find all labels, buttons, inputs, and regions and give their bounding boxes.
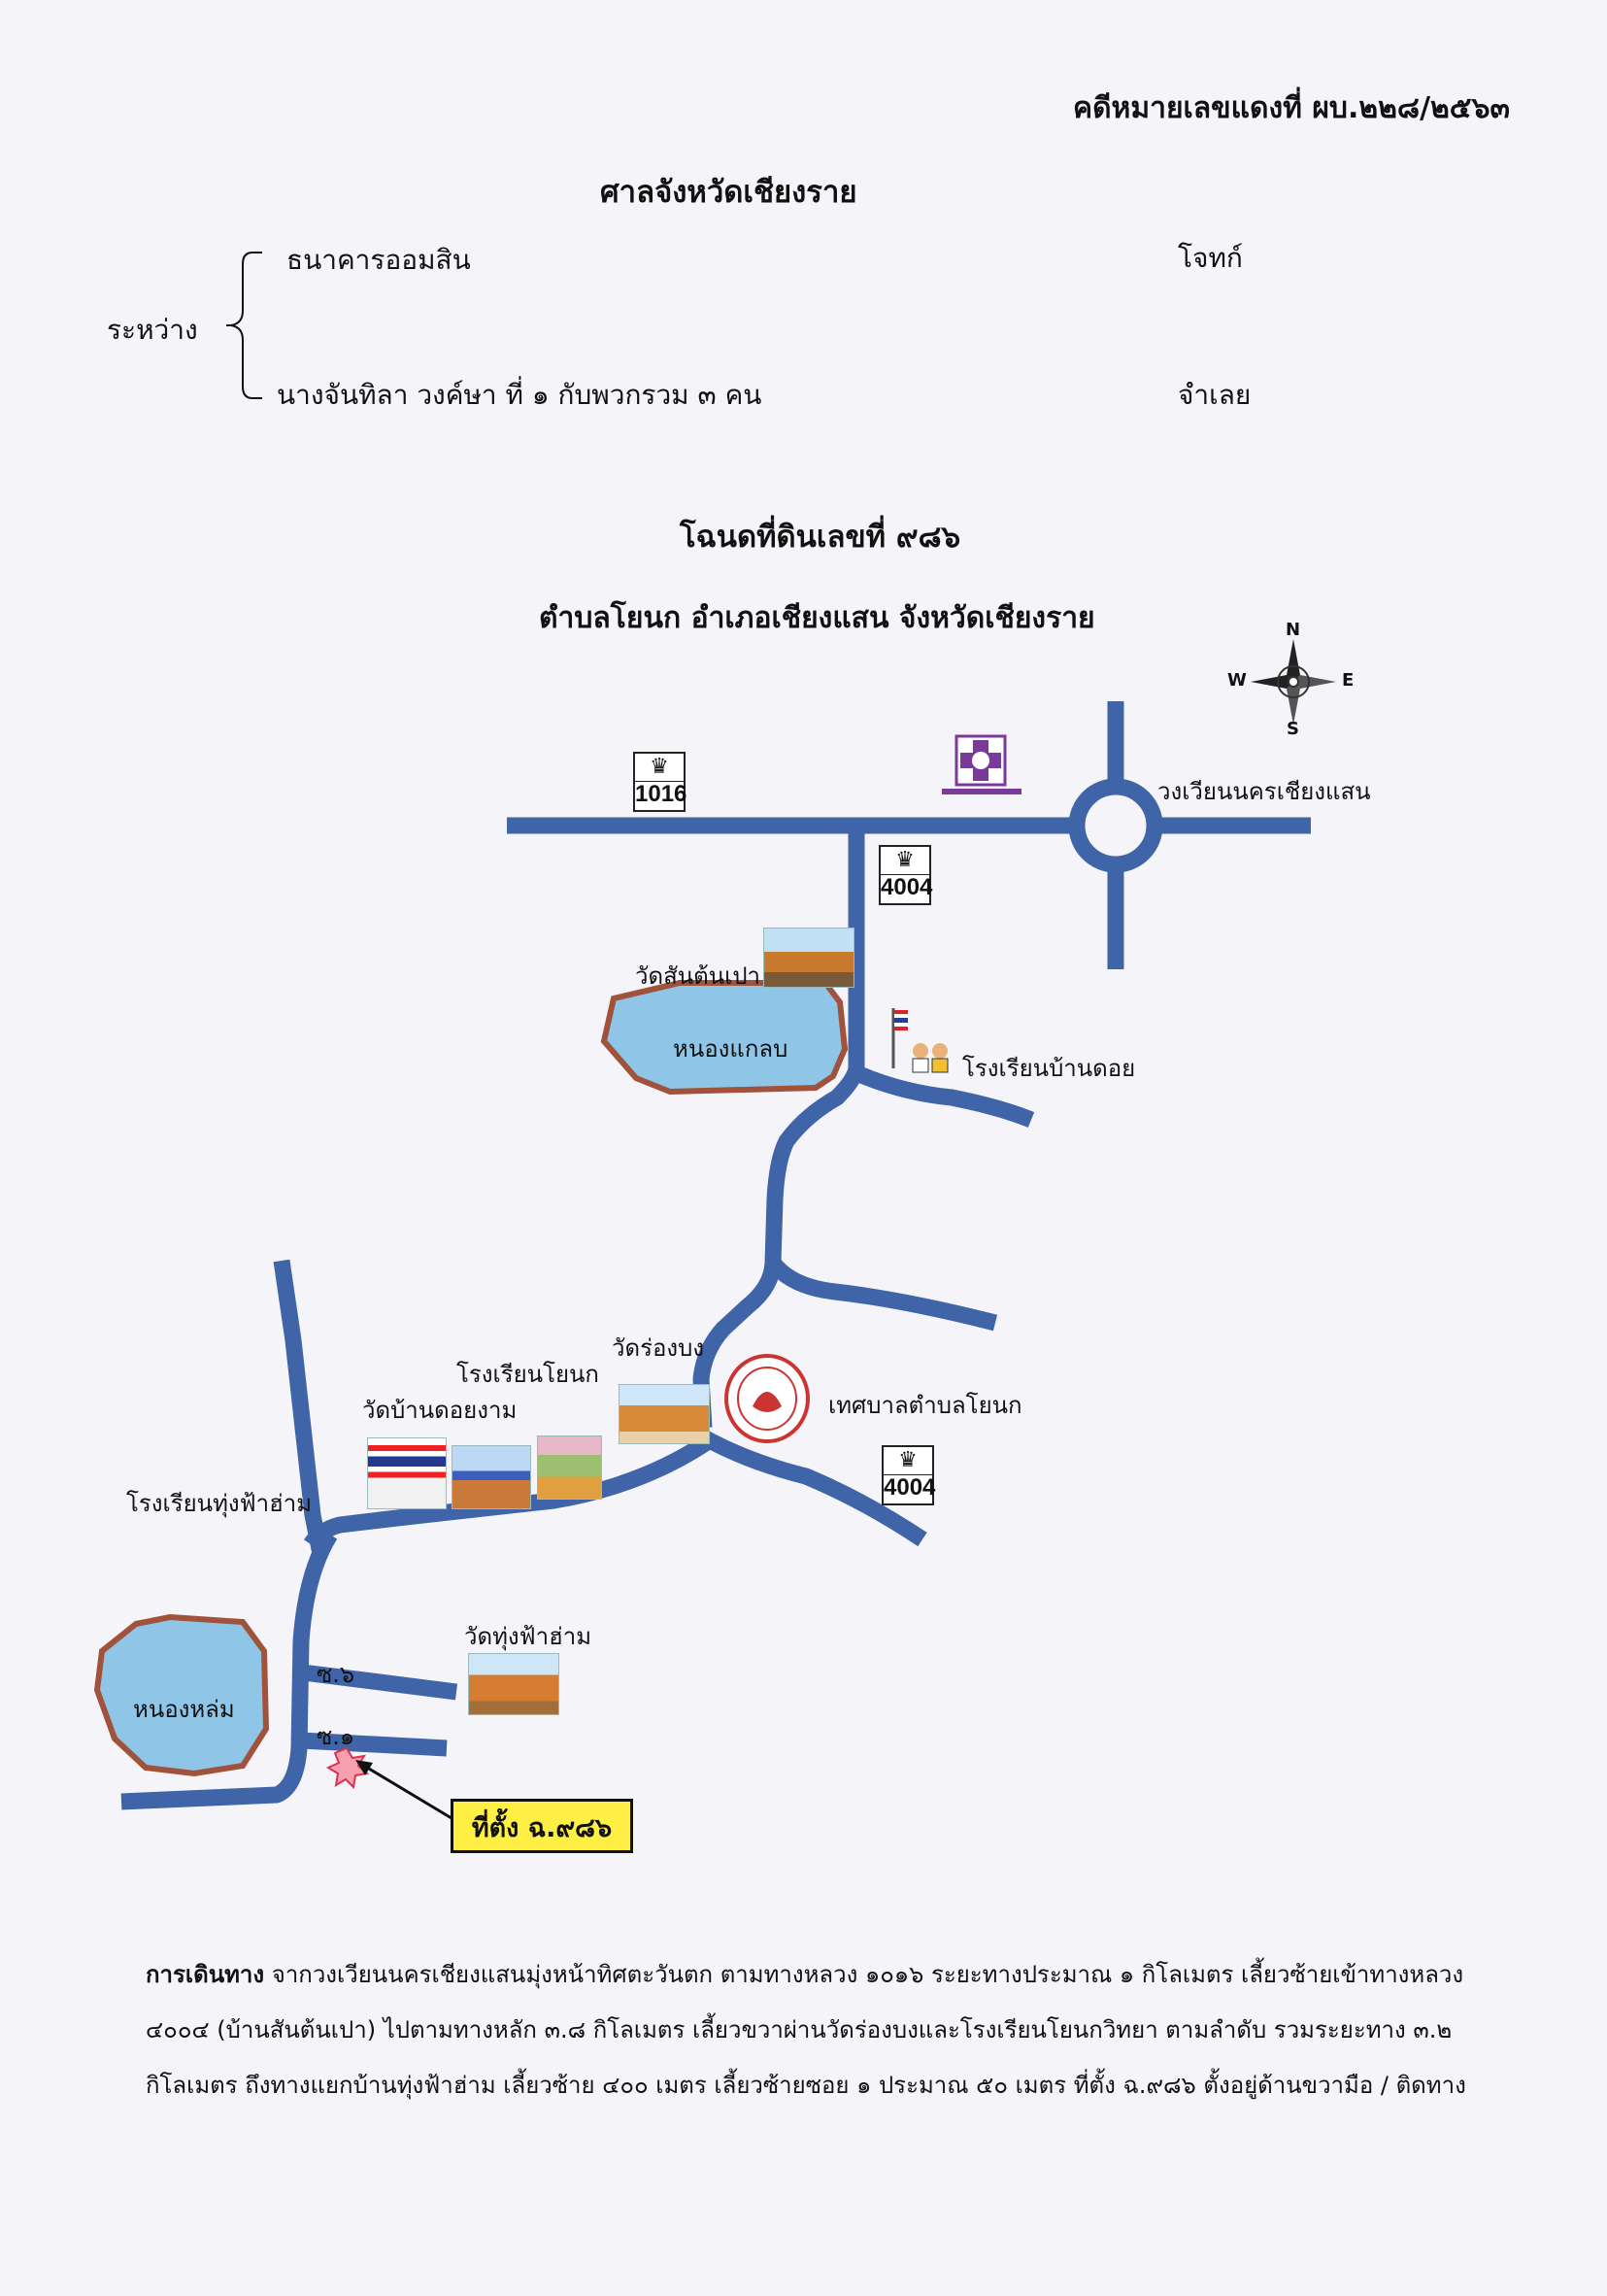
defendant-role: จำเลย: [1178, 379, 1252, 411]
compass-e: E: [1342, 670, 1355, 691]
court-name: ศาลจังหวัดเชียงราย: [600, 175, 857, 210]
label-soi-1: ซ.๑: [317, 1723, 355, 1750]
compass-n: N: [1286, 620, 1301, 640]
garuda-icon: ♛: [895, 848, 915, 872]
location-title: ตำบลโยนก อำเภอเชียงแสน จังหวัดเชียงราย: [539, 601, 1095, 635]
shield-1016: ♛ 1016: [633, 752, 686, 812]
school-flag-icon: [891, 1008, 949, 1073]
photo-wat-thung-fa-am: [468, 1653, 559, 1715]
shield-4004-north-number: 4004: [881, 874, 933, 900]
road-soi-6: [301, 1664, 458, 1701]
photo-rong-rian-yonok: [537, 1435, 602, 1500]
road-4004: [692, 833, 865, 1429]
road-thung-fa-am-north: [273, 1259, 329, 1556]
label-rong-rian-ban-doi: โรงเรียนบ้านดอย: [962, 1055, 1136, 1082]
label-soi-6: ซ.๖: [317, 1661, 355, 1688]
label-nong-lom: หนองหล่ม: [133, 1696, 235, 1723]
road-ban-doi: [855, 1066, 1035, 1128]
label-wat-rong-bong: วัดร่องบง: [612, 1334, 705, 1362]
label-rong-rian-thung-fa-am: โรงเรียนทุ่งฟ้าฮ่าม: [126, 1490, 313, 1517]
road-east-branch: [766, 1257, 998, 1332]
compass-rose: [1251, 639, 1336, 725]
photo-wat-ban-doi-ngam: [452, 1445, 531, 1509]
compass-w: W: [1227, 670, 1247, 691]
shield-4004-north: ♛ 4004: [879, 845, 933, 905]
shield-4004-south: ♛ 4004: [882, 1445, 936, 1505]
site-label-box: ที่ตั้ง ฉ.๙๘๖: [451, 1799, 633, 1853]
directions-line-3: กิโลเมตร ถึงทางแยกบ้านทุ่งฟ้าฮ่าม เลี้ยว…: [146, 2072, 1466, 2099]
road-soi-1: [300, 1732, 448, 1757]
brace-bracket: [226, 252, 262, 399]
label-wat-ban-doi-ngam: วัดบ้านดอยงาม: [362, 1397, 518, 1424]
compass-s: S: [1287, 719, 1299, 739]
road-4004-south: [699, 1430, 927, 1547]
between-label: ระหว่าง: [107, 314, 198, 346]
shield-4004-south-number: 4004: [884, 1474, 936, 1501]
road-junction: [120, 1530, 338, 1810]
label-rong-rian-yonok: โรงเรียนโยนก: [456, 1361, 599, 1388]
photo-wat-san-ton-pao: [763, 928, 854, 988]
hospital-icon: [942, 734, 1021, 794]
deed-title: โฉนดที่ดินเลขที่ ๙๘๖: [680, 520, 961, 555]
shield-1016-number: 1016: [635, 781, 687, 807]
roundabout: [1068, 778, 1163, 873]
case-number: คดีหมายเลขแดงที่ ผบ.๒๒๘/๒๕๖๓: [1073, 91, 1511, 125]
site-arrow: [358, 1761, 457, 1823]
road-west: [303, 1435, 712, 1550]
label-wat-san-ton-pao: วัดสันต้นเปา: [635, 962, 761, 990]
lake-nong-lom: [93, 1613, 270, 1777]
label-roundabout: วงเวียนนครเชียงแสน: [1157, 778, 1371, 805]
directions-line-1: จากวงเวียนนครเชียงแสนมุ่งหน้าทิศตะวันตก …: [271, 1961, 1464, 1988]
plaintiff-name: ธนาคารออมสิน: [286, 244, 471, 276]
site-star-icon: [325, 1746, 370, 1790]
directions-heading: การเดินทาง: [146, 1961, 265, 1988]
label-tessaban: เทศบาลตำบลโยนก: [828, 1392, 1022, 1419]
directions-paragraph: การเดินทาง จากวงเวียนนครเชียงแสนมุ่งหน้า…: [146, 1947, 1466, 2113]
garuda-icon: ♛: [650, 755, 669, 779]
defendant-name: นางจันทิลา วงค์ษา ที่ ๑ กับพวกรวม ๓ คน: [277, 379, 762, 411]
photo-school-flag: [367, 1437, 447, 1509]
photo-wat-rong-bong: [619, 1384, 710, 1444]
plaintiff-role: โจทก์: [1178, 242, 1243, 274]
tessaban-seal-icon: [724, 1354, 810, 1443]
label-wat-thung-fa-am: วัดทุ่งฟ้าฮ่าม: [464, 1623, 592, 1650]
directions-line-2: ๔๐๐๔ (บ้านสันต้นเปา) ไปตามทางหลัก ๓.๘ กิ…: [146, 2016, 1453, 2043]
label-nong-kaeng-lap: หนองแกลบ: [673, 1035, 788, 1063]
garuda-icon: ♛: [898, 1448, 918, 1472]
